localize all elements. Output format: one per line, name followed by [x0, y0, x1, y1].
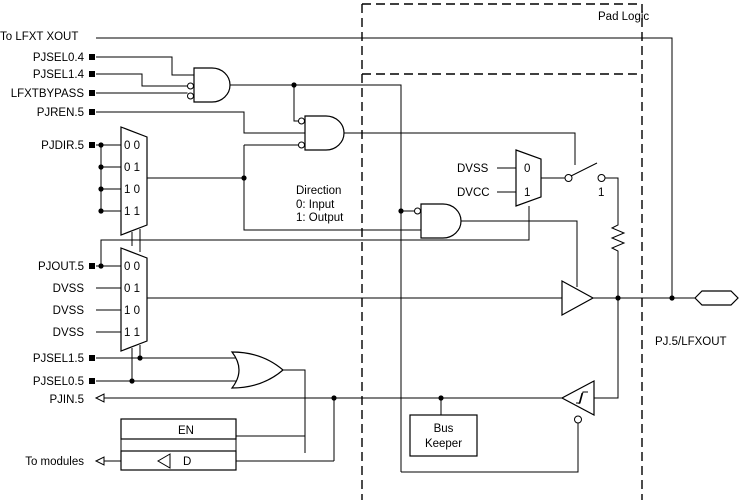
- pad-logic-label: Pad Logic: [598, 11, 649, 23]
- label-lfxt-xout: To LFXT XOUT: [0, 31, 78, 43]
- wire-lfxt-xout: [96, 37, 673, 298]
- and-gate-pull-enable: [298, 115, 345, 151]
- label-pjin-5: PJIN.5: [49, 394, 84, 406]
- out-mux-in-00: 0 0: [124, 261, 140, 273]
- wire-select-1: [96, 229, 237, 359]
- pull-mux-in1: 1: [524, 187, 530, 199]
- dir-mux-in-10: 1 0: [124, 184, 140, 196]
- dir-mux-in-01: 0 1: [124, 162, 140, 174]
- pull-dvss: DVSS: [457, 163, 489, 175]
- input-latch: EN D: [120, 418, 237, 471]
- register-pins: [89, 54, 95, 384]
- wire-bypass-to-and2: [293, 85, 299, 122]
- label-pjsel1-4: PJSEL1.4: [33, 69, 85, 81]
- or-gate-select: [230, 351, 284, 389]
- wire-select-0: [96, 232, 237, 382]
- pin-pj5: [694, 290, 739, 306]
- bus-keeper-line1: Bus: [434, 423, 454, 435]
- wire-input-enable: [401, 423, 579, 473]
- label-lfxtbypass: LFXTBYPASS: [11, 88, 85, 100]
- output-mux: 0 0 0 1 1 0 1 1: [120, 247, 148, 352]
- latch-d: D: [183, 456, 191, 468]
- label-pjsel0-5: PJSEL0.5: [33, 376, 84, 388]
- direction-input: 0: Input: [296, 199, 335, 211]
- out-mux-in-11: 1 1: [124, 327, 140, 339]
- latch-en: EN: [178, 425, 194, 437]
- bus-keeper: Bus Keeper: [409, 414, 478, 457]
- wire-and2-out: [344, 132, 576, 165]
- label-to-modules: To modules: [25, 456, 84, 468]
- output-buffer: [561, 279, 595, 317]
- pull-select-mux: 0 1: [515, 149, 542, 207]
- pull-dvcc: DVCC: [457, 187, 490, 199]
- and-gate-output-enable: [414, 203, 462, 239]
- out-mux-in-01: 0 1: [124, 283, 140, 295]
- label-pjsel0-4: PJSEL0.4: [33, 52, 85, 64]
- label-pjsel1-5: PJSEL1.5: [33, 353, 84, 365]
- label-dvss-01: DVSS: [53, 283, 85, 295]
- direction-mux: 0 0 0 1 1 0 1 1: [120, 126, 148, 236]
- label-dvss-11: DVSS: [53, 327, 85, 339]
- out-mux-in-10: 1 0: [124, 305, 140, 317]
- pull-switch: [564, 162, 606, 182]
- wire-enable: [461, 220, 578, 287]
- dir-mux-in-00: 0 0: [124, 140, 140, 152]
- pull-mux-in0: 0: [524, 163, 530, 175]
- label-pjout-5: PJOUT.5: [38, 261, 84, 273]
- pad-logic-boundary: [361, 3, 643, 500]
- pin-label: PJ.5/LFXOUT: [655, 336, 727, 348]
- wire-pjren: [96, 111, 305, 134]
- wire-bypass-out: [230, 84, 402, 472]
- wire-pjsel1-4: [96, 73, 188, 87]
- pull-resistor: [605, 177, 626, 298]
- label-pjren-5: PJREN.5: [37, 107, 84, 119]
- dir-mux-in-11: 1 1: [124, 206, 140, 218]
- wire-pjsel0-4: [96, 56, 194, 76]
- direction-title: Direction: [296, 185, 341, 197]
- label-dvss-10: DVSS: [53, 305, 85, 317]
- switch-label: 1: [598, 187, 604, 199]
- label-pjdir-5: PJDIR.5: [41, 140, 84, 152]
- input-schmitt-buffer: [560, 380, 595, 424]
- and-gate-bypass: [187, 67, 231, 103]
- direction-output: 1: Output: [296, 212, 344, 224]
- bus-keeper-line2: Keeper: [425, 438, 462, 450]
